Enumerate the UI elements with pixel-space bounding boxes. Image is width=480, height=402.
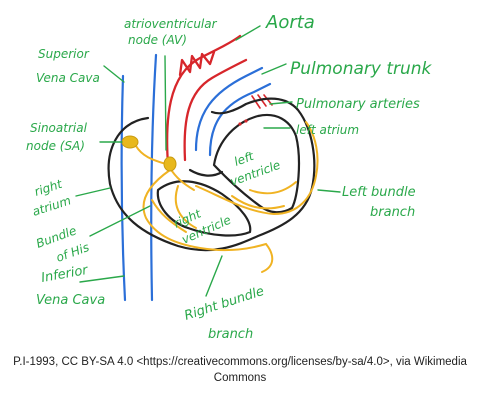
heart-outline [107,97,316,252]
label-right-bundle-line2: branch [208,327,253,342]
left-ventricle-wall [212,113,301,214]
aorta-arch-outer [165,34,242,167]
label-ivc-line2: Vena Cava [36,293,105,308]
aorta-arch-inner [183,58,248,162]
label-av-node-line1: atrioventricular [124,17,218,31]
av-node-shape [163,156,177,172]
sa-node-shape [121,135,139,149]
leader-aorta [235,25,261,41]
leader-right-atrium [75,187,111,197]
leader-av-node [164,55,167,151]
leader-bundle-his [89,205,151,237]
leader-lines [75,25,341,297]
right-bundle-branch-path [142,169,274,273]
leader-right-bundle [205,255,223,297]
label-aorta: Aorta [265,12,315,33]
nodes [121,135,177,172]
right-ventricle-wall [156,180,252,237]
label-right-bundle-line1: Right bundle [183,284,267,324]
attribution-line-2: Commons [213,372,267,384]
vena-cava-left-line [120,74,127,302]
label-pulmonary-trunk: Pulmonary trunk [290,59,433,79]
left-atrium-dot-2 [244,119,248,123]
aorta-vessel [165,34,248,167]
internodal-pathway [135,145,167,165]
label-left-bundle-line1: Left bundle [342,185,416,200]
label-left-atrium: left atrium [296,123,359,137]
attribution-line-1: P.I-1993, CC BY-SA 4.0 <https://creative… [13,356,467,368]
label-sa-node-line1: Sinoatrial [30,121,88,135]
septum-line [188,168,224,177]
leader-svc [103,65,125,83]
label-svc-line1: Superior [38,47,90,61]
label-left-ventricle-line1: left [232,149,256,169]
left-bundle-fibers [231,181,297,210]
leader-ivc [79,275,125,283]
vena-cava-lines [120,53,158,302]
attribution-caption: P.I-1993, CC BY-SA 4.0 <https://creative… [0,354,480,386]
label-sa-node-line2: node (SA) [26,139,85,153]
left-atrium-dot-1 [238,122,242,126]
label-left-bundle-line2: branch [370,205,415,220]
left-bundle-branch-path [195,121,319,216]
right-bundle-fibers [151,185,197,233]
pulmonary-trunk-outer [194,66,264,152]
label-pulmonary-arteries: Pulmonary arteries [296,97,420,112]
label-ivc-line1: Inferior [40,263,90,286]
leader-pulmonary-arteries [269,101,293,105]
label-bundle-his-line2: of His [54,240,91,265]
label-svc-line2: Vena Cava [36,71,100,85]
label-av-node-line2: node (AV) [128,33,187,47]
leader-pulmonary-trunk [261,63,287,75]
heart-outer-contour [107,97,316,252]
heart-conduction-diagram: atrioventricular node (AV) Aorta Superio… [26,12,433,342]
leader-left-bundle [317,189,341,193]
aorta-branches [178,50,216,77]
pulmonary-artery-1 [251,95,261,109]
pulmonary-artery-2 [257,94,267,107]
vena-cava-right-line [150,53,158,302]
left-atrium-marks [238,119,248,126]
